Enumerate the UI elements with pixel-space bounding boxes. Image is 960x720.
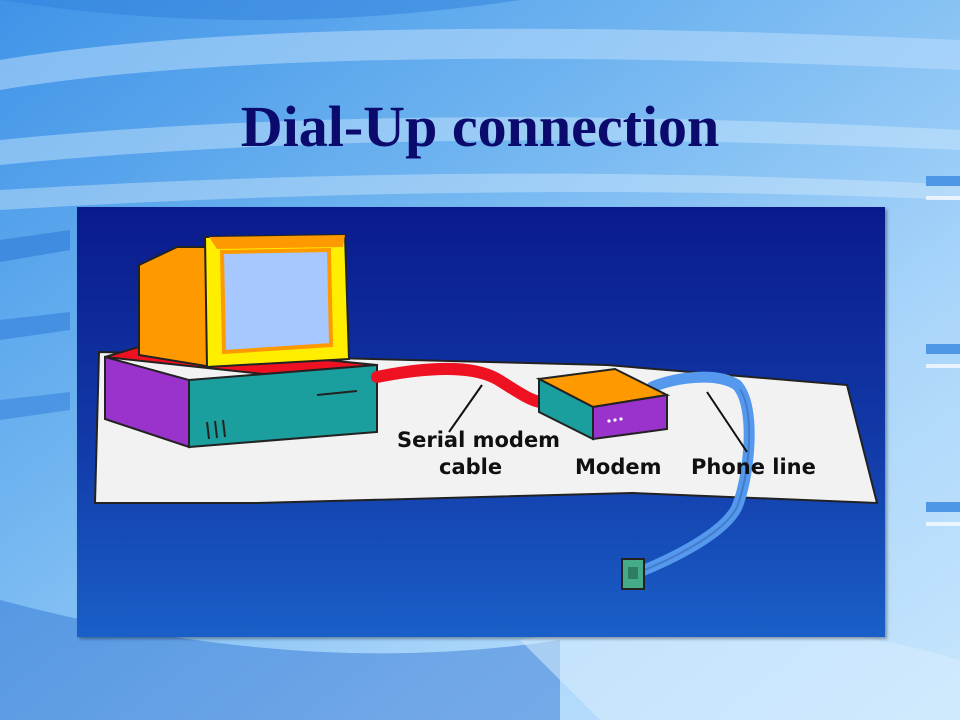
label-serial-modem: Serial modem — [397, 428, 560, 452]
monitor-screen — [219, 247, 334, 355]
label-phone-line: Phone line — [691, 455, 816, 479]
label-serial-cable: cable — [439, 455, 502, 479]
phone-cable-top — [646, 371, 743, 393]
label-modem: Modem — [575, 455, 661, 479]
dialup-illustration: Serial modem cable Modem Phone line — [77, 207, 885, 637]
slide-title: Dial-Up connection — [240, 94, 720, 159]
phone-pointer — [706, 391, 748, 453]
serial-cable — [371, 363, 553, 409]
modem-front — [592, 393, 668, 441]
monitor-body — [138, 246, 213, 369]
computer-base-front — [188, 363, 378, 449]
phone-cable — [631, 379, 755, 579]
serial-pointer — [448, 384, 483, 433]
